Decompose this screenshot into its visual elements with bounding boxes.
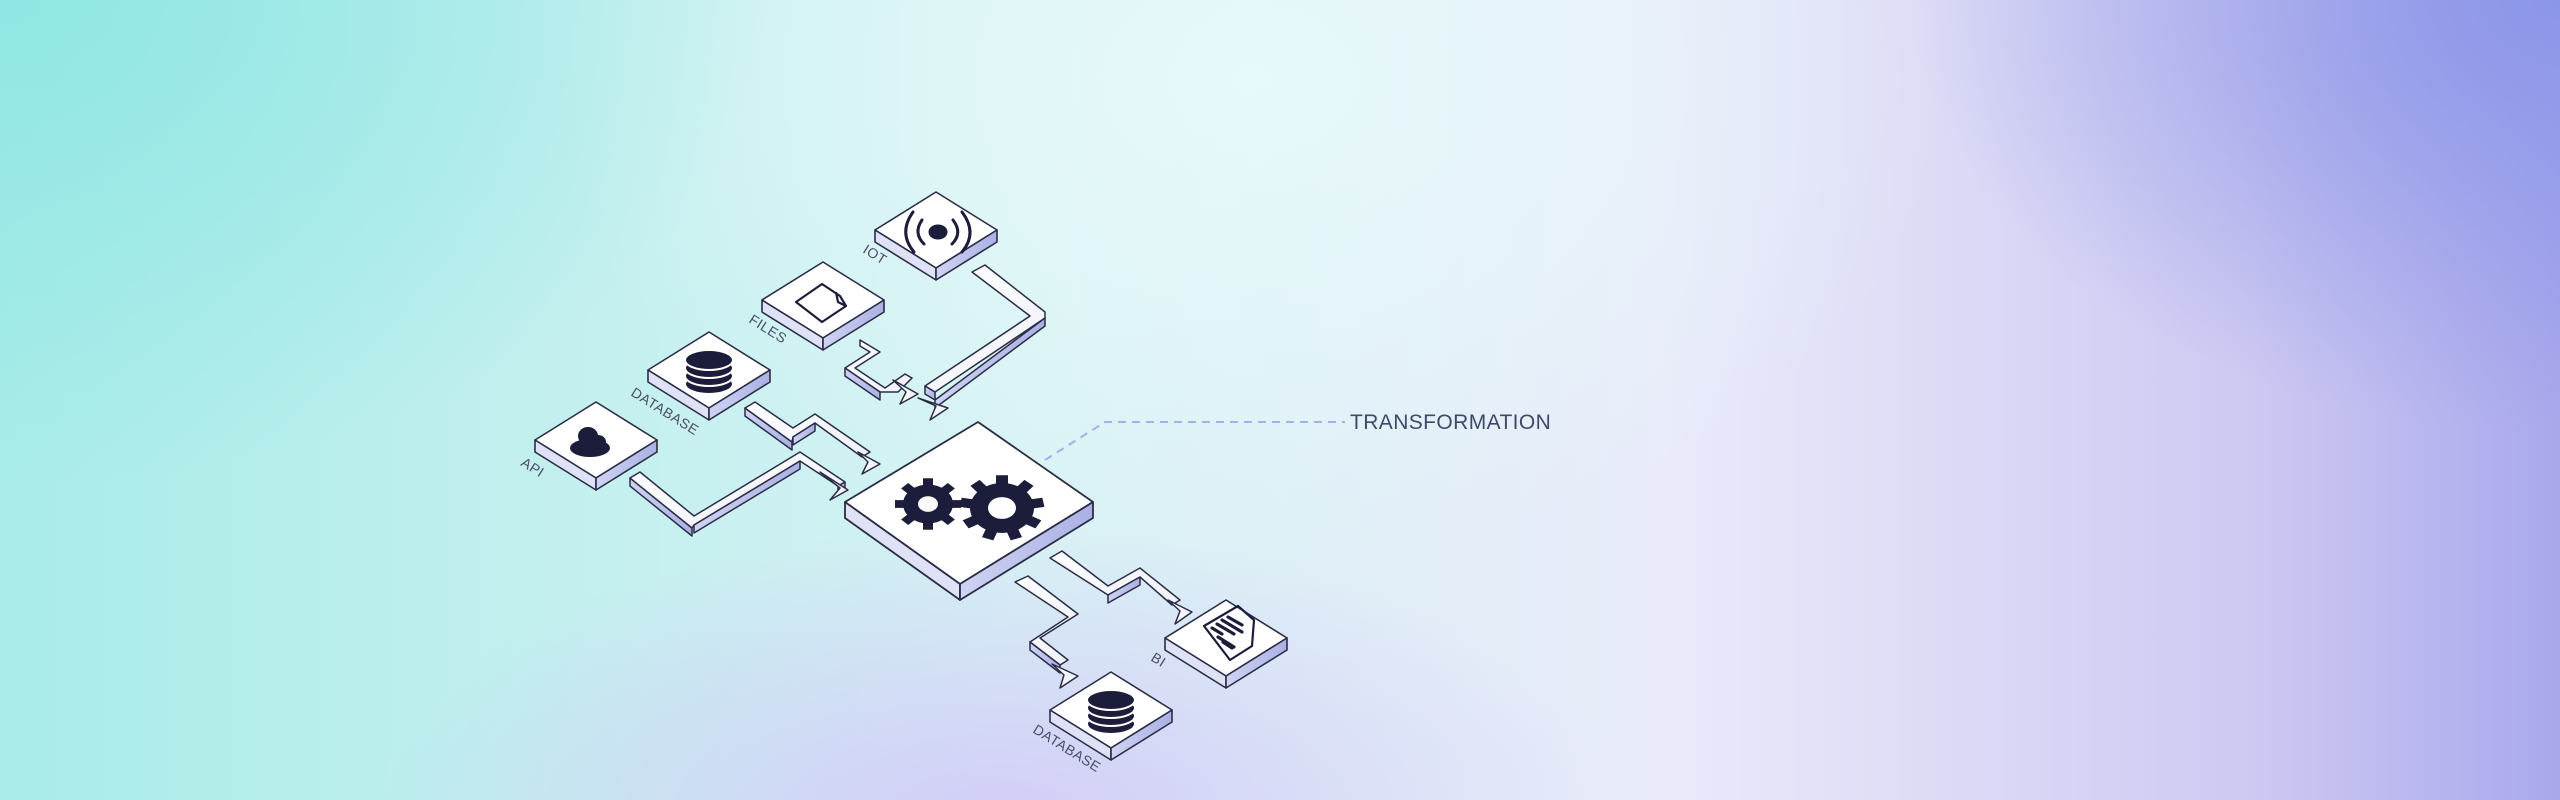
- signal-icon: [904, 210, 972, 254]
- pipe-hub-to-bi: [1049, 550, 1193, 625]
- database-output-icon: [1086, 689, 1136, 735]
- bi-label: BI: [1148, 649, 1169, 670]
- transformation-label: TRANSFORMATION: [1350, 411, 1551, 434]
- database-output-tile: [1049, 671, 1173, 761]
- small-gear-icon: [895, 478, 961, 530]
- pipe-database-to-hub: [744, 401, 881, 475]
- api-tile: [534, 401, 658, 491]
- pipe-files-to-hub: [844, 339, 919, 405]
- iot-tile: [874, 191, 998, 281]
- cloud-icon: [570, 427, 610, 457]
- chart-icon: [1202, 604, 1256, 662]
- transformation-callout-line: [1044, 421, 1345, 461]
- file-icon: [794, 282, 848, 324]
- pipes: [629, 264, 1193, 689]
- database-icon: [684, 349, 734, 395]
- pipe-api-to-hub: [629, 451, 849, 537]
- api-label: API: [518, 454, 547, 480]
- gears-icon: [895, 475, 1045, 541]
- pipe-iot-to-hub: [917, 264, 1046, 421]
- bi-tile: [1164, 599, 1288, 689]
- transformation-hub: [844, 421, 1094, 601]
- pipe-hub-to-database: [1014, 575, 1079, 689]
- files-tile: [761, 261, 885, 351]
- database-source-tile: [647, 331, 771, 421]
- large-gear-icon: [959, 475, 1045, 541]
